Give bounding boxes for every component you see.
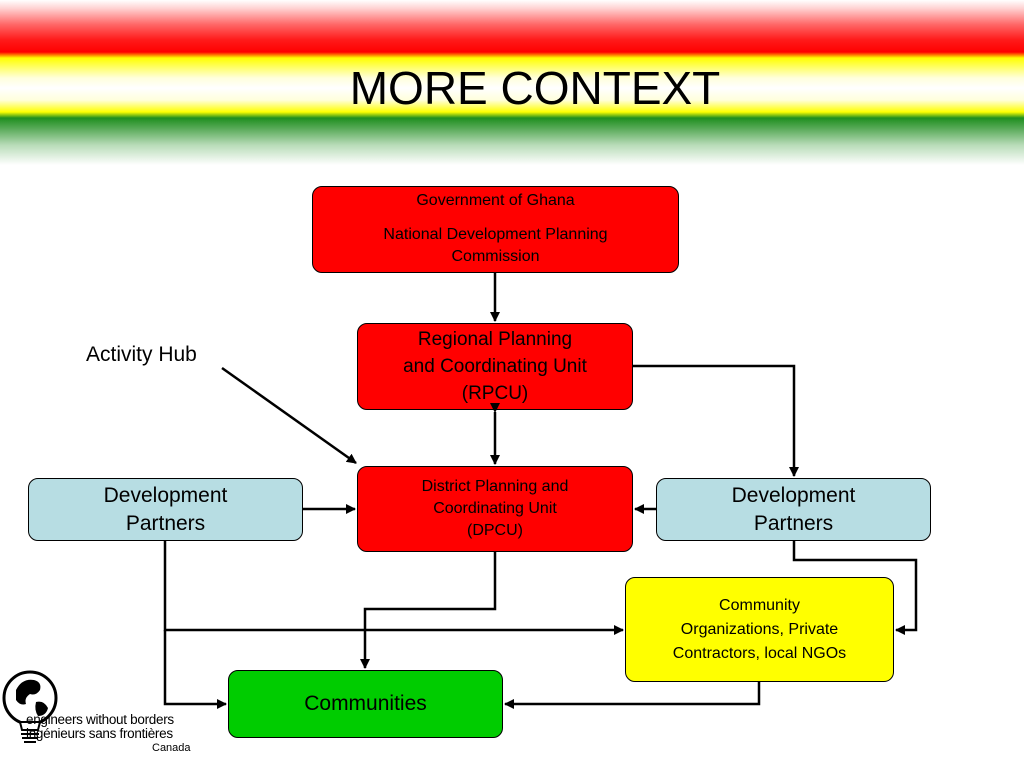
- slide-title: MORE CONTEXT: [349, 62, 721, 114]
- logo-text-en: engineers without borders: [26, 712, 174, 727]
- rpcu-node-line-3: (RPCU): [461, 383, 529, 404]
- community-orgs-line-3: Contractors, local NGOs: [672, 644, 847, 662]
- communities-line-1: Communities: [304, 692, 427, 715]
- flag-banner: [0, 0, 1024, 165]
- rpcu-node: Regional Planning and Coordinating Unit …: [357, 323, 633, 410]
- arrow-orgs-to-communities: [504, 682, 761, 709]
- arrow-dpcu-to-communities: [360, 552, 497, 669]
- arrow-dev-right-to-orgs: [792, 541, 918, 635]
- government-node-line-1: Government of Ghana: [416, 191, 575, 209]
- arrow-activity-hub: [221, 366, 357, 465]
- logo-text-country: Canada: [152, 742, 191, 754]
- community-orgs-line-2: Organizations, Private: [680, 620, 839, 638]
- dev-partners-left-line-1: Development: [103, 483, 228, 507]
- rpcu-node-line-2: and Coordinating Unit: [403, 356, 587, 377]
- arrow-rpcu-to-dev-right: [633, 364, 799, 477]
- dev-partners-left-line-2: Partners: [125, 511, 206, 535]
- activity-hub-label: Activity Hub: [86, 343, 197, 366]
- community-orgs-node: Community Organizations, Private Contrac…: [625, 577, 894, 682]
- community-orgs-line-1: Community: [719, 596, 800, 614]
- rpcu-node-line-1: Regional Planning: [417, 329, 573, 350]
- dpcu-node-line-3: (DPCU): [467, 522, 523, 539]
- dev-partners-right-line-2: Partners: [753, 511, 834, 535]
- logo-text-fr: ingénieurs sans frontières: [26, 726, 173, 741]
- dev-partners-left-node: Development Partners: [28, 478, 303, 541]
- dpcu-node-line-1: District Planning and: [421, 478, 569, 495]
- arrow-dev-left-to-orgs: [163, 541, 624, 635]
- arrow-dev-left-to-communities: [163, 630, 227, 709]
- dpcu-node-line-2: Coordinating Unit: [433, 500, 557, 517]
- dev-partners-right-node: Development Partners: [656, 478, 931, 541]
- ewb-bulb-logo: [2, 670, 58, 743]
- dev-partners-right-line-1: Development: [731, 483, 856, 507]
- communities-node: Communities: [228, 670, 503, 738]
- dpcu-node: District Planning and Coordinating Unit …: [357, 466, 633, 552]
- government-node: Government of Ghana National Development…: [312, 186, 679, 273]
- government-node-line-2: National Development Planning Commission: [383, 225, 608, 265]
